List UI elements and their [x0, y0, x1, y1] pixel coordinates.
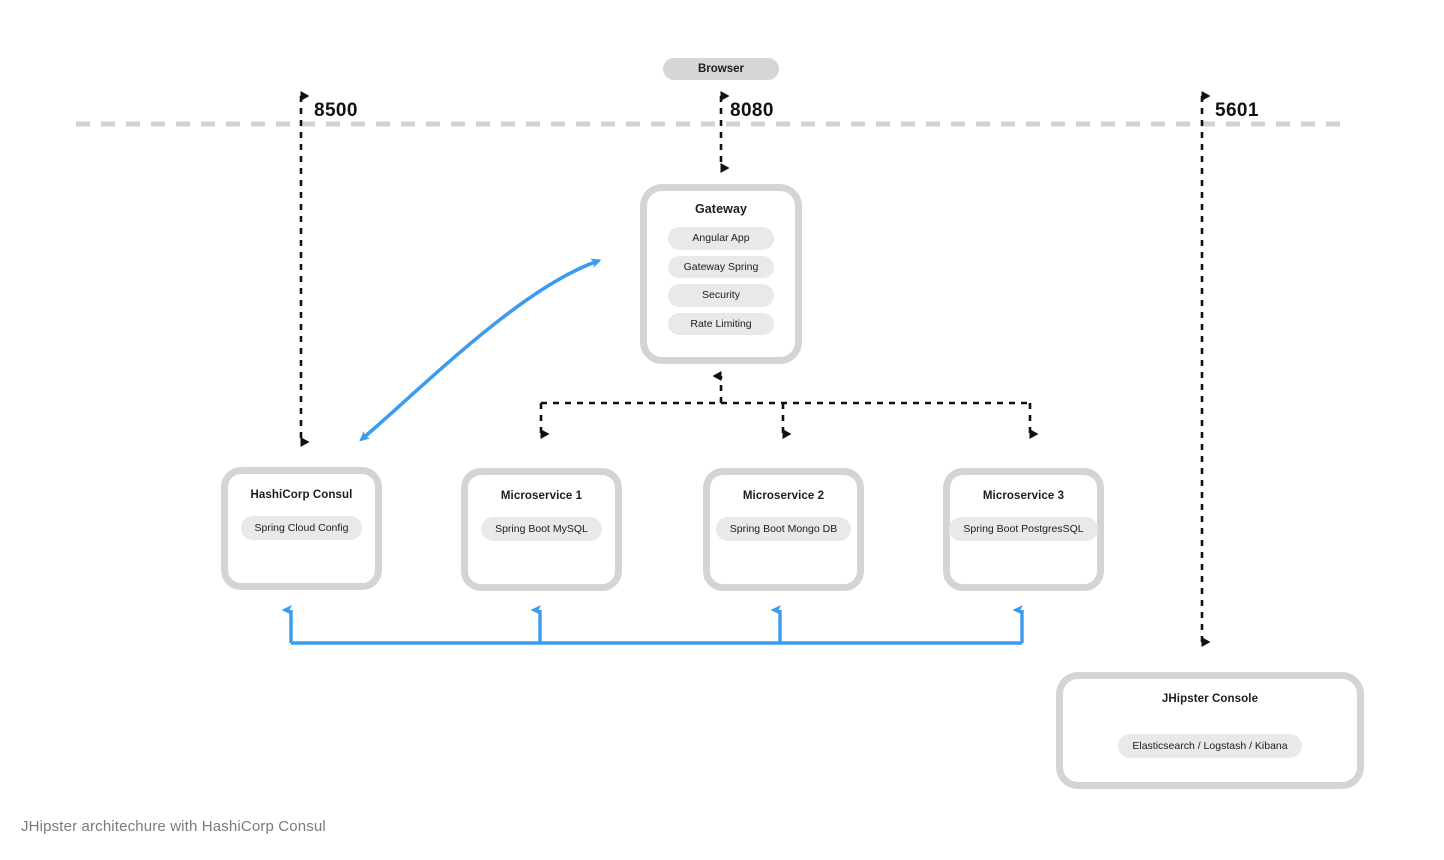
microservice-3-node[interactable]: Microservice 3 Spring Boot PostgresSQL [943, 468, 1104, 591]
port-label-5601: 5601 [1215, 100, 1259, 121]
gateway-component-angular-app[interactable]: Angular App [668, 227, 774, 250]
gateway-microservice-bus [539, 371, 1039, 439]
consul-gateway-curve-reverse-head [359, 259, 600, 442]
jhipster-console-component-list: Elasticsearch / Logstash / Kibana [1063, 733, 1357, 759]
browser-node[interactable]: Browser [663, 58, 779, 80]
gateway-component-list: Angular App Gateway Spring Security Rate… [647, 227, 795, 335]
jhipster-console-title: JHipster Console [1161, 693, 1259, 705]
microservice-3-title: Microservice 3 [982, 490, 1065, 502]
service-registration-bus [281, 605, 1024, 645]
hashicorp-consul-title: HashiCorp Consul [250, 489, 353, 501]
gateway-component-security[interactable]: Security [668, 284, 774, 307]
gateway-component-rate-limiting[interactable]: Rate Limiting [668, 312, 774, 335]
component-spring-boot-mongo-db[interactable]: Spring Boot Mongo DB [715, 516, 852, 542]
gateway-title: Gateway [694, 202, 748, 216]
microservice-3-component-list: Spring Boot PostgresSQL [949, 516, 1098, 542]
microservice-2-node[interactable]: Microservice 2 Spring Boot Mongo DB [703, 468, 864, 591]
component-spring-boot-mysql[interactable]: Spring Boot MySQL [481, 516, 602, 542]
microservice-1-component-list: Spring Boot MySQL [468, 516, 615, 542]
browser-label: Browser [697, 63, 745, 75]
diagram-caption: JHipster architechure with HashiCorp Con… [21, 818, 326, 835]
gateway-component-gateway-spring[interactable]: Gateway Spring [668, 255, 774, 278]
port-label-8500: 8500 [314, 100, 358, 121]
gateway-node[interactable]: Gateway Angular App Gateway Spring Secur… [640, 184, 802, 364]
hashicorp-consul-component-list: Spring Cloud Config [228, 515, 375, 541]
port-label-8080: 8080 [730, 100, 774, 121]
microservice-2-component-list: Spring Boot Mongo DB [710, 516, 857, 542]
microservice-1-title: Microservice 1 [500, 490, 583, 502]
component-elk-stack[interactable]: Elasticsearch / Logstash / Kibana [1118, 733, 1302, 759]
microservice-2-title: Microservice 2 [742, 490, 825, 502]
component-spring-boot-postgressql[interactable]: Spring Boot PostgresSQL [949, 516, 1098, 542]
hashicorp-consul-node[interactable]: HashiCorp Consul Spring Cloud Config [221, 467, 382, 590]
jhipster-console-node[interactable]: JHipster Console Elasticsearch / Logstas… [1056, 672, 1364, 789]
consul-gateway-curve-visible [360, 258, 602, 441]
component-spring-cloud-config[interactable]: Spring Cloud Config [240, 515, 363, 541]
microservice-1-node[interactable]: Microservice 1 Spring Boot MySQL [461, 468, 622, 591]
